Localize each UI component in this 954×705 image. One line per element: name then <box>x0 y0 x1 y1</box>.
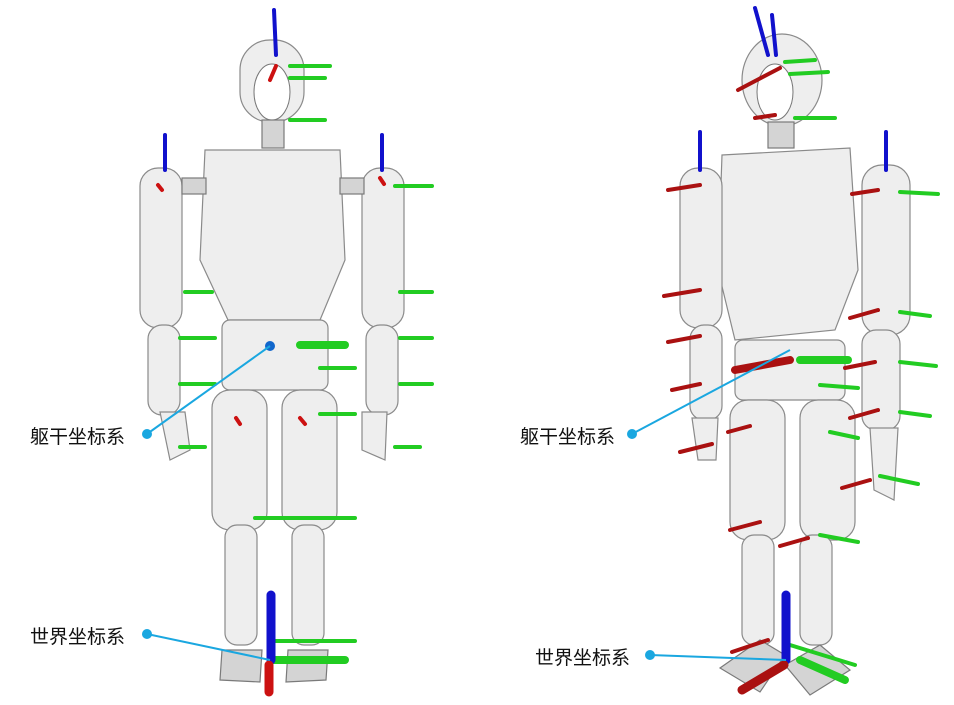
left-foot <box>219 649 263 683</box>
right-foot <box>285 649 329 683</box>
neck <box>767 121 795 149</box>
left-upper-arm <box>139 167 183 329</box>
right-upper-arm <box>361 167 405 329</box>
right-shin <box>291 524 325 646</box>
right-shoulder <box>339 177 365 195</box>
perspective-world-frame-label: 世界坐标系 <box>535 647 631 669</box>
right-forearm <box>365 324 399 416</box>
callout-dot <box>645 650 655 660</box>
left-hand <box>159 411 191 461</box>
right-hand <box>361 411 388 461</box>
right-thigh <box>799 399 856 541</box>
left-shin <box>741 534 775 646</box>
perspective-robot <box>679 33 911 696</box>
left-upper-arm <box>679 167 723 329</box>
left-thigh <box>211 389 268 531</box>
right-shin <box>799 534 833 646</box>
neck <box>261 119 285 149</box>
left-forearm <box>689 324 723 421</box>
front-world-frame-label: 世界坐标系 <box>30 626 126 648</box>
right-thigh <box>281 389 338 531</box>
right-hand <box>869 427 899 501</box>
callout-lines <box>142 345 791 661</box>
callout-dot <box>142 629 152 639</box>
torso <box>199 149 346 321</box>
left-forearm <box>147 324 181 416</box>
face-visor <box>756 63 794 121</box>
perspective-torso-frame-label: 躯干坐标系 <box>520 426 616 448</box>
front-torso-frame-label: 躯干坐标系 <box>30 426 126 448</box>
left-hand <box>691 417 719 461</box>
torso <box>717 147 859 341</box>
front-robot <box>139 39 405 683</box>
front-joint-frames <box>156 8 434 697</box>
left-shoulder <box>181 177 207 195</box>
pelvis <box>221 319 329 391</box>
left-thigh <box>729 399 786 541</box>
callout-dot <box>627 429 637 439</box>
left-shin <box>224 524 258 646</box>
perspective-joint-frames <box>662 6 940 695</box>
callout-dot <box>142 429 152 439</box>
